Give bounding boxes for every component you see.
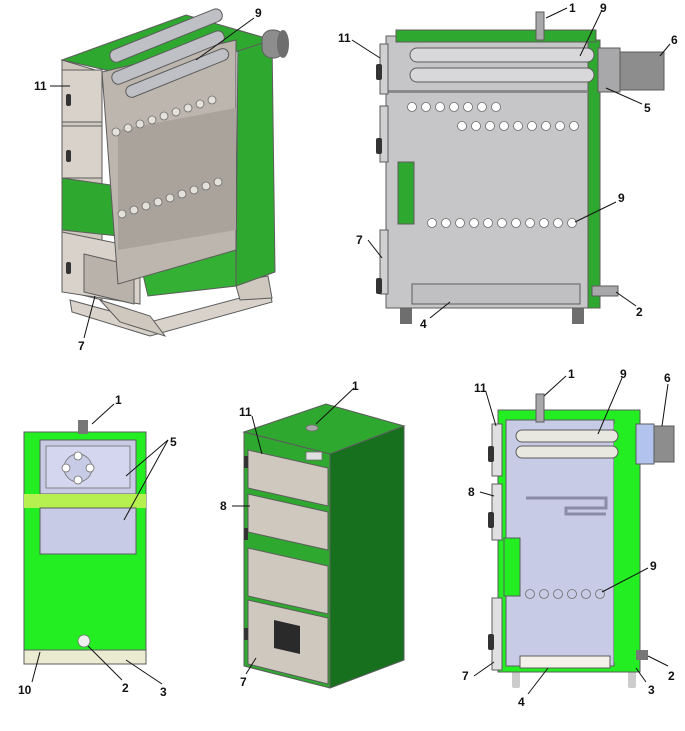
label-side-7: 7 [356, 233, 363, 247]
label-color-2: 2 [668, 669, 675, 683]
label-side-2: 2 [636, 305, 643, 319]
label-exterior-1: 1 [352, 379, 359, 393]
label-cutaway-11: 11 [34, 79, 47, 93]
label-exterior-7: 7 [240, 675, 247, 689]
label-rear-2: 2 [122, 681, 129, 695]
label-side-1: 1 [569, 1, 576, 15]
label-side-5: 5 [644, 101, 651, 115]
label-color-4: 4 [518, 695, 525, 709]
label-color-6: 6 [664, 371, 671, 385]
label-color-3: 3 [648, 683, 655, 697]
label-color-7: 7 [462, 669, 469, 683]
label-side-11: 11 [338, 31, 351, 45]
label-rear-5: 5 [170, 435, 177, 449]
cutaway-isometric-view: 9 11 7 [34, 6, 289, 353]
label-rear-3: 3 [160, 685, 167, 699]
label-cutaway-7: 7 [78, 339, 85, 353]
label-rear-1: 1 [115, 393, 122, 407]
label-side-9-top: 9 [600, 1, 607, 15]
label-color-8: 8 [468, 485, 475, 499]
side-section-color-view: 1 9 6 11 8 9 7 4 3 2 [462, 367, 675, 709]
label-side-9-bottom: 9 [618, 191, 625, 205]
label-exterior-8: 8 [220, 499, 227, 513]
rear-view: 1 5 10 2 3 [18, 393, 177, 699]
label-side-4: 4 [420, 317, 427, 331]
label-color-9-bottom: 9 [650, 559, 657, 573]
exterior-isometric-view: 1 11 8 7 [220, 379, 406, 689]
label-rear-10: 10 [18, 683, 32, 697]
label-color-1: 1 [568, 367, 575, 381]
label-color-11: 11 [474, 381, 487, 395]
label-exterior-11: 11 [239, 405, 252, 419]
side-section-view: 1 9 6 11 5 9 7 2 4 [338, 1, 678, 331]
label-color-9-top: 9 [620, 367, 627, 381]
label-cutaway-9: 9 [255, 6, 262, 20]
label-side-6: 6 [671, 33, 678, 47]
